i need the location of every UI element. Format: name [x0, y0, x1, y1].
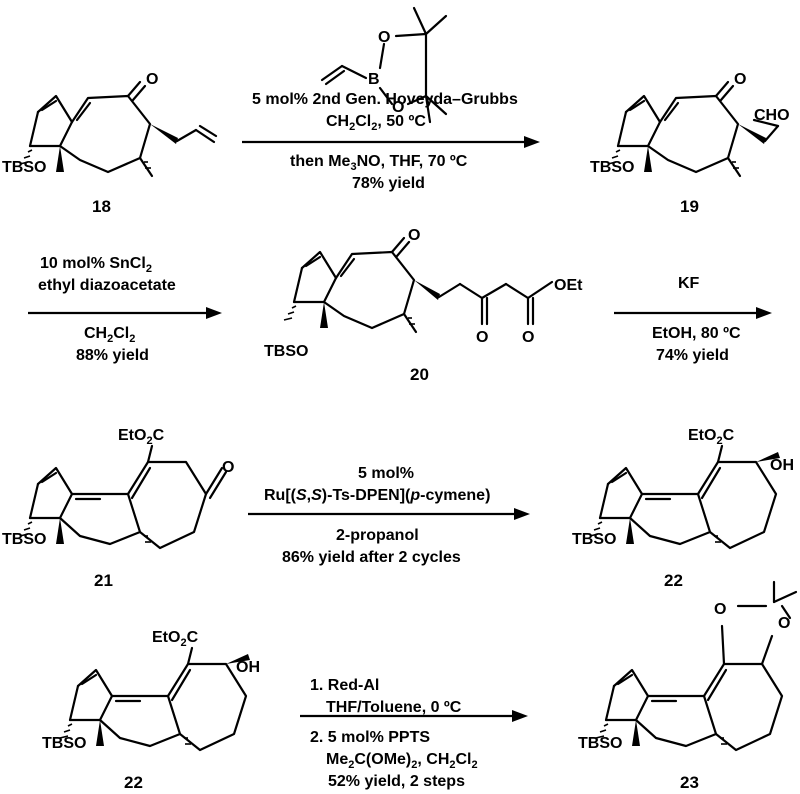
vinyl-boronate-reagent: B O O: [320, 6, 448, 124]
step2-line4: 88% yield: [76, 347, 149, 364]
ester-label: EtO2C: [118, 427, 165, 447]
step5-line1: 1. Red-Al: [310, 677, 379, 694]
step1-line2: CH2Cl2, 50 ºC: [326, 113, 426, 133]
ketone-o-label: O: [222, 459, 234, 476]
ketone-o-label: O: [734, 71, 746, 88]
compound-20: TBSO O O O OEt 20: [264, 227, 583, 384]
ester-label: EtO2C: [152, 629, 199, 649]
compound-label-20: 20: [410, 365, 429, 384]
compound-label-23: 23: [680, 773, 699, 792]
step5-line3: 2. 5 mol% PPTS: [310, 729, 430, 746]
boronate-o-top: O: [378, 29, 390, 46]
oet-label: OEt: [554, 277, 583, 294]
compound-label-18: 18: [92, 197, 111, 216]
step5-line4: Me2C(OMe)2, CH2Cl2: [326, 751, 478, 771]
step3-line3: 74% yield: [656, 347, 729, 364]
tbso-label: TBSO: [572, 531, 616, 548]
compound-label-19: 19: [680, 197, 699, 216]
compound-23: TBSO O O 23: [578, 580, 798, 792]
step1-line1: 5 mol% 2nd Gen. Hoveyda–Grubbs: [252, 91, 518, 108]
step3-line1: KF: [678, 275, 700, 292]
tbso-label: TBSO: [2, 159, 46, 176]
step4-line3: 2-propanol: [336, 527, 419, 544]
step2-line2: ethyl diazoacetate: [38, 277, 176, 294]
step4-line4: 86% yield after 2 cycles: [282, 549, 461, 566]
step5-conditions: 1. Red-Al THF/Toluene, 0 ºC 2. 5 mol% PP…: [300, 677, 528, 790]
step5-line5: 52% yield, 2 steps: [328, 773, 465, 790]
compound-18: TBSO O 18: [2, 71, 218, 216]
step3-conditions: KF EtOH, 80 ºC 74% yield: [614, 275, 772, 364]
compound-label-21: 21: [94, 571, 113, 590]
ketone-o-label: O: [408, 227, 420, 244]
acetonide-o-1: O: [714, 601, 726, 618]
tbso-label: TBSO: [264, 343, 308, 360]
tbso-label: TBSO: [2, 531, 46, 548]
compound-label-22: 22: [664, 571, 683, 590]
compound-label-22: 22: [124, 773, 143, 792]
step1-line4: 78% yield: [352, 175, 425, 192]
step3-line2: EtOH, 80 ºC: [652, 325, 741, 342]
step2-line1: 10 mol% SnCl2: [40, 255, 152, 275]
boronate-o-bottom: O: [392, 99, 404, 116]
ketone-o-label: O: [146, 71, 158, 88]
compound-21: TBSO EtO2C O 21: [2, 427, 234, 590]
boron-label: B: [368, 71, 380, 88]
tbso-label: TBSO: [590, 159, 634, 176]
tbso-label: TBSO: [42, 735, 86, 752]
compound-22a: TBSO EtO2C OH 22: [572, 427, 794, 590]
cho-label: CHO: [754, 107, 790, 124]
ester-label: EtO2C: [688, 427, 735, 447]
ketoester-o-1: O: [476, 329, 488, 346]
step2-conditions: 10 mol% SnCl2 ethyl diazoacetate CH2Cl2 …: [28, 255, 222, 364]
oh-label: OH: [770, 457, 794, 474]
step4-conditions: 5 mol% Ru[(S,S)-Ts-DPEN](p-cymene) 2-pro…: [248, 465, 530, 566]
step1-conditions: 5 mol% 2nd Gen. Hoveyda–Grubbs CH2Cl2, 5…: [242, 91, 540, 192]
step4-line2: Ru[(S,S)-Ts-DPEN](p-cymene): [264, 487, 490, 504]
step1-line3: then Me3NO, THF, 70 ºC: [290, 153, 468, 173]
step5-line2: THF/Toluene, 0 ºC: [326, 699, 462, 716]
oh-label: OH: [236, 659, 260, 676]
step4-line1: 5 mol%: [358, 465, 414, 482]
step2-line3: CH2Cl2: [84, 325, 135, 345]
compound-22b: TBSO EtO2C OH 22: [42, 629, 260, 792]
acetonide-o-2: O: [778, 615, 790, 632]
compound-19: TBSO O CHO 19: [590, 71, 790, 216]
ketoester-o-2: O: [522, 329, 534, 346]
tbso-label: TBSO: [578, 735, 622, 752]
